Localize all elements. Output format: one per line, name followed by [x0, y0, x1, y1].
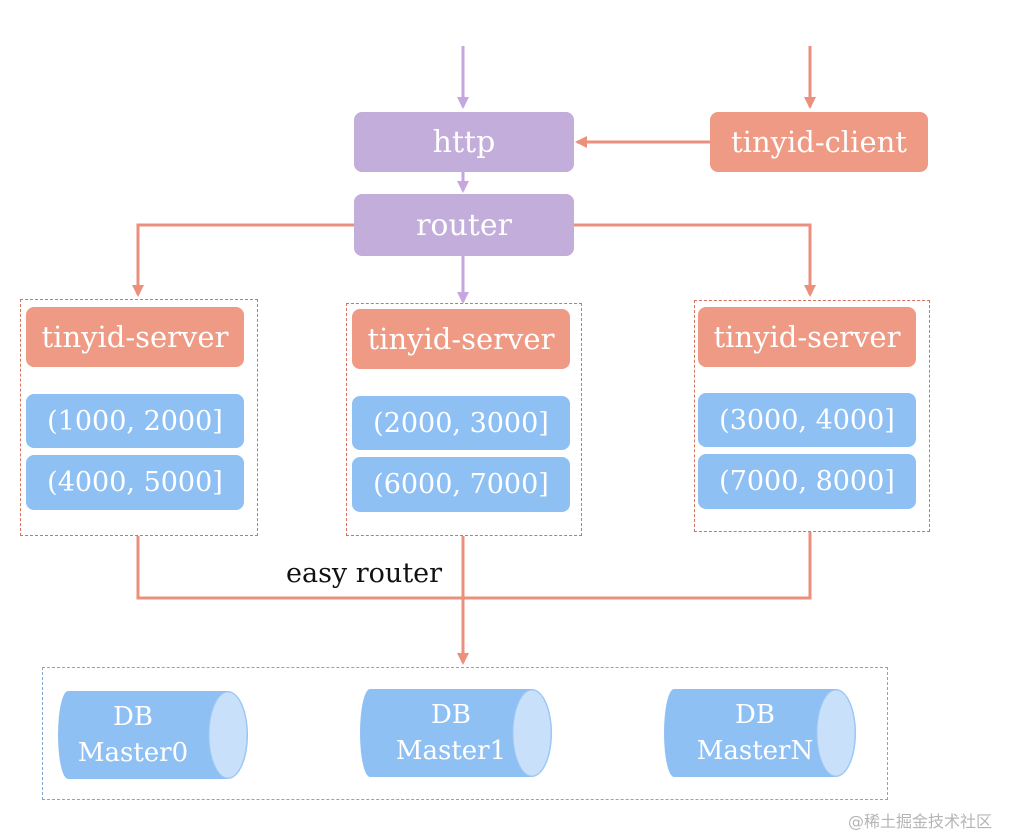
- cylinder-shape: [360, 689, 552, 777]
- arrow-router-to-server-1: [132, 223, 354, 297]
- arrow-router-to-server-3: [574, 223, 816, 297]
- bus-server-3: [463, 532, 812, 600]
- range-3-b: (7000, 8000]: [698, 454, 916, 509]
- db-label-n-line2: MasterN: [696, 736, 814, 766]
- range-2-b: (6000, 7000]: [352, 457, 570, 512]
- db-master-n: DB MasterN: [664, 689, 856, 777]
- range-1-a: (1000, 2000]: [26, 394, 244, 448]
- http-node: http: [354, 112, 574, 172]
- cylinder-shape: [664, 689, 856, 777]
- db-label-0-line1: DB: [113, 702, 153, 732]
- bus-server-1: [136, 536, 463, 600]
- tinyid-server-1: tinyid-server: [26, 307, 244, 367]
- range-2-a: (2000, 3000]: [352, 396, 570, 450]
- tinyid-server-2: tinyid-server: [352, 309, 570, 369]
- server-group-1: [20, 299, 258, 536]
- db-group: [42, 667, 888, 800]
- range-3-a: (3000, 4000]: [698, 393, 916, 447]
- db-master-1: DB Master1: [360, 689, 552, 777]
- tinyid-client-node: tinyid-client: [710, 112, 928, 172]
- db-label-n-line1: DB: [735, 700, 775, 730]
- server-group-2: [346, 303, 582, 536]
- cylinder-shape: [58, 691, 248, 779]
- db-master-0: DB Master0: [58, 691, 248, 779]
- db-label-1-line1: DB: [431, 700, 471, 730]
- server-group-3: [694, 300, 930, 532]
- range-1-b: (4000, 5000]: [26, 455, 244, 510]
- db-label-1-line2: Master1: [395, 736, 507, 766]
- watermark: @稀土掘金技术社区: [848, 812, 993, 831]
- router-node: router: [354, 194, 574, 256]
- db-label-0-line2: Master0: [77, 738, 189, 768]
- easy-router-caption: easy router: [286, 558, 443, 589]
- tinyid-server-3: tinyid-server: [698, 307, 916, 367]
